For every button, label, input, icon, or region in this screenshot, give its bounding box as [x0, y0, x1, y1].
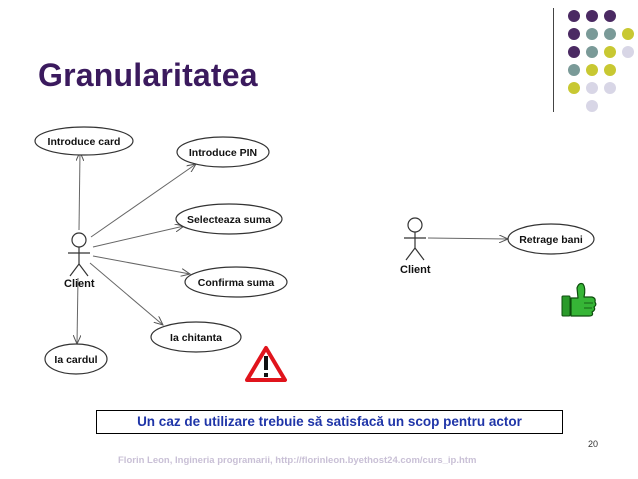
dot-row-5: [568, 82, 616, 94]
use-case-introduce-card: Introduce card: [34, 126, 134, 156]
dot-row-4: [568, 64, 616, 76]
use-case-confirma-suma: Confirma suma: [184, 266, 288, 298]
association-selecteaza-suma: [92, 226, 184, 248]
use-case-ia-chitanta: Ia chitanta: [150, 321, 242, 353]
actor-client-left: [68, 232, 90, 277]
slide-title: Granularitatea: [38, 57, 258, 93]
dot-row-3: [568, 46, 634, 58]
actor-client-left-label: Client: [64, 278, 95, 290]
use-case-selecteaza-suma: Selecteaza suma: [175, 203, 283, 235]
use-case-selecteaza-suma-label: Selecteaza suma: [187, 214, 271, 226]
use-case-retrage-bani: Retrage bani: [507, 223, 595, 255]
warning-icon: [245, 346, 287, 382]
dot-row-6: [586, 100, 598, 112]
use-case-introduce-pin-label: Introduce PIN: [189, 147, 257, 159]
use-case-ia-chitanta-label: Ia chitanta: [170, 332, 222, 344]
page-number: 20: [588, 439, 599, 449]
association-introduce-card: [79, 152, 80, 231]
association-retrage-bani: [427, 238, 508, 239]
association-ia-chitanta: [89, 262, 163, 325]
use-case-retrage-bani-label: Retrage bani: [519, 234, 583, 246]
association-ia-cardul: [77, 277, 78, 344]
association-introduce-pin: [90, 164, 196, 238]
goal-note-box: Un caz de utilizare trebuie să satisfacă…: [96, 410, 563, 434]
association-confirma-suma: [92, 255, 190, 274]
actor-client-right-label: Client: [400, 264, 431, 276]
dot-row-2: [568, 28, 634, 40]
thumbs-up-icon: [561, 282, 597, 317]
use-case-ia-cardul-label: Ia cardul: [54, 354, 97, 366]
use-case-confirma-suma-label: Confirma suma: [198, 277, 275, 289]
header-divider-line: [553, 8, 554, 112]
dot-row-1: [568, 10, 616, 22]
associations-left: [77, 152, 196, 344]
use-case-introduce-card-label: Introduce card: [48, 136, 121, 148]
use-case-ia-cardul: Ia cardul: [44, 343, 108, 375]
use-case-introduce-pin: Introduce PIN: [176, 136, 270, 168]
slide-footer: Florin Leon, Ingineria programarii, http…: [118, 455, 477, 466]
actor-client-right: [404, 217, 426, 261]
use-case-diagram: Client Introduce card Introduce PIN Sele…: [34, 126, 597, 382]
decorative-dot-grid: [568, 10, 634, 112]
